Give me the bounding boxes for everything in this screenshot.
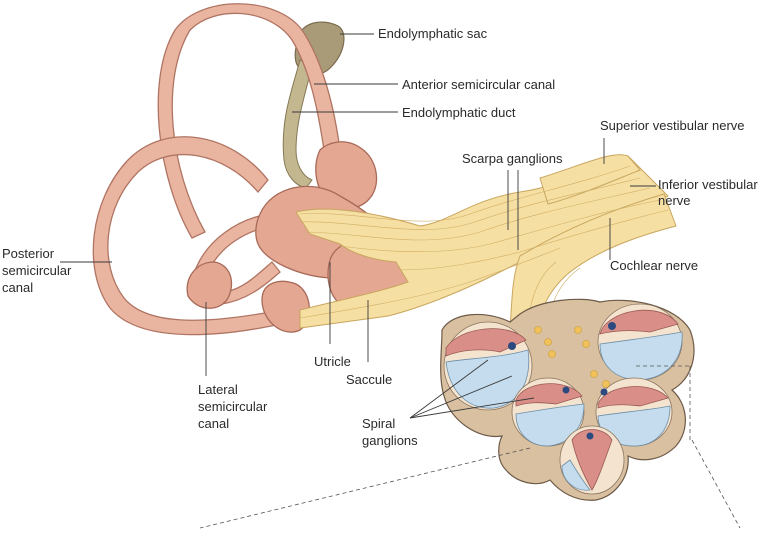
cochlear-nerve <box>509 193 677 331</box>
zoom-line-left <box>199 447 531 529</box>
leader-spiral-1 <box>409 359 489 419</box>
nerve-fiber <box>399 209 669 271</box>
label-line: canal <box>2 280 33 295</box>
endolymphatic-duct <box>282 59 313 189</box>
cochlear-turn-left <box>443 321 533 411</box>
scala-tympani <box>561 459 591 491</box>
spiral-ganglion-dot <box>608 322 616 330</box>
label-line: Posterior <box>2 246 55 261</box>
spiral-ganglion-dot <box>586 432 594 440</box>
cochlear-turn-right <box>597 303 683 381</box>
label-line: canal <box>198 416 229 431</box>
spiral-ganglion-dot <box>562 386 570 394</box>
ganglion-cell <box>602 380 610 388</box>
zoom-line-right <box>691 439 741 529</box>
label-line: nerve <box>658 193 691 208</box>
scala-vestibuli <box>599 309 679 335</box>
ganglion-cell <box>534 326 542 334</box>
nerve-fiber <box>301 187 651 241</box>
label-endolymphatic-duct: Endolymphatic duct <box>402 105 516 120</box>
label-line: Inferior vestibular <box>658 177 758 192</box>
scala-vestibuli <box>445 328 527 357</box>
spiral-ganglion-dot <box>508 342 516 350</box>
lateral-ampulla <box>186 261 233 309</box>
label-scarpa-ganglions: Scarpa ganglions <box>462 151 563 166</box>
leader-spiral-2 <box>409 375 513 419</box>
nerve-fiber <box>339 199 661 253</box>
cochlear-turn-middle-right <box>595 377 673 447</box>
scala-vestibuli <box>597 386 669 409</box>
label-endolymphatic-sac: Endolymphatic sac <box>378 26 488 41</box>
label-lateral-canal: Lateral semicircular canal <box>198 382 271 431</box>
cochlear-turn-apex <box>559 425 625 495</box>
spiral-ganglion-dot <box>600 388 608 396</box>
nerve-fiber <box>299 247 561 319</box>
nerve-fiber <box>299 165 631 222</box>
superior-vestibular-nerve <box>539 154 641 205</box>
scala-tympani <box>599 331 683 381</box>
label-inferior-vestibular-nerve: Inferior vestibular nerve <box>658 177 761 208</box>
label-superior-vestibular-nerve: Superior vestibular nerve <box>600 118 745 133</box>
scala-vestibuli <box>571 429 613 491</box>
ganglion-cell <box>544 338 552 346</box>
label-line: Spiral <box>362 416 395 431</box>
spiral-ganglion-cells <box>534 326 610 388</box>
label-line: semicircular <box>198 399 268 414</box>
ganglion-cell <box>574 326 582 334</box>
ganglion-cell <box>582 340 590 348</box>
label-utricle: Utricle <box>314 354 351 369</box>
ganglion-cell <box>548 350 556 358</box>
label-line: Lateral <box>198 382 238 397</box>
cochlear-turn-middle-left <box>511 377 585 447</box>
cochlea-cross-section <box>440 298 695 501</box>
label-spiral-ganglions: Spiral ganglions <box>362 416 418 448</box>
ganglion-cell <box>590 370 598 378</box>
leader-spiral-3 <box>409 397 535 419</box>
label-saccule: Saccule <box>346 372 392 387</box>
label-cochlear-nerve: Cochlear nerve <box>610 258 698 273</box>
label-line: ganglions <box>362 433 418 448</box>
label-posterior-canal: Posterior semicircular canal <box>2 246 75 295</box>
nerve-fiber <box>299 177 641 230</box>
label-line: semicircular <box>2 263 72 278</box>
label-anterior-canal: Anterior semicircular canal <box>402 77 555 92</box>
